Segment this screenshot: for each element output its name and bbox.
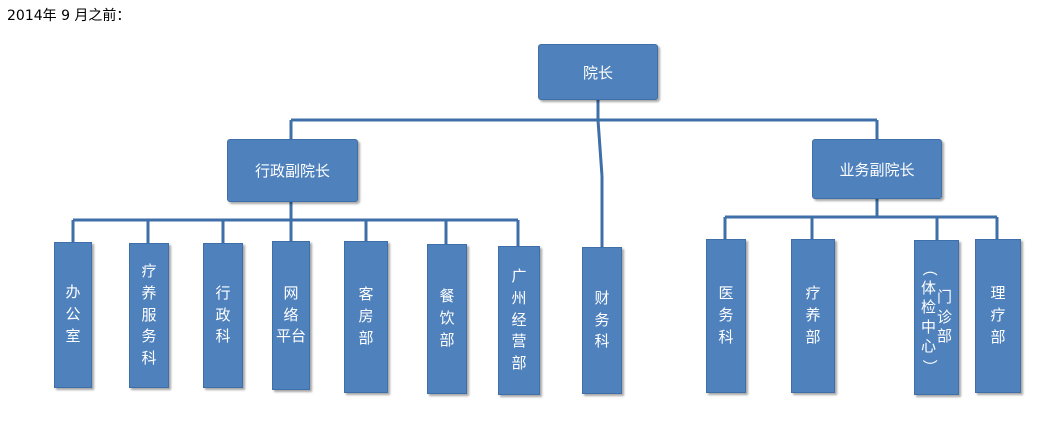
vertical-char: ）: [920, 358, 939, 374]
vertical-char: 务: [594, 310, 610, 329]
vertical-char: 科: [215, 327, 231, 346]
vertical-char: 部: [805, 327, 821, 346]
vertical-char: 医: [718, 284, 734, 303]
admin-vp-label: 行政副院长: [254, 162, 330, 180]
vertical-char: 养: [805, 306, 821, 325]
vertical-char: 心: [920, 337, 936, 355]
vertical-char: 平台: [275, 327, 306, 346]
vertical-char: 州: [511, 288, 527, 307]
vertical-char: 体: [920, 278, 936, 297]
vertical-char: 广: [511, 267, 527, 286]
vertical-char: 疗: [990, 306, 1006, 325]
vertical-char: 科: [594, 332, 610, 351]
business-vp-label: 业务副院长: [839, 160, 915, 179]
vertical-char: 饮: [439, 309, 455, 328]
president-box: 院长: [538, 44, 658, 100]
vertical-char: 科: [718, 327, 734, 346]
vertical-char: 服: [141, 305, 157, 324]
vertical-char: 检: [920, 298, 936, 316]
vertical-char: 部: [937, 327, 953, 346]
vertical-char: 财: [594, 288, 610, 307]
outpatient-col-note: （体检中心 ）: [920, 259, 939, 376]
vertical-char: 部: [511, 354, 527, 373]
vertical-char: 办: [65, 283, 81, 302]
vertical-char: 客: [358, 285, 374, 304]
admin-unit-office: 办公室: [54, 242, 92, 388]
business-vp-box: 业务副院长: [812, 139, 942, 199]
vertical-char: 行: [215, 283, 231, 302]
vertical-char: 室: [65, 326, 81, 345]
admin-unit-network-platform: 网络平台: [272, 241, 310, 390]
vertical-char: 务: [141, 327, 157, 346]
vertical-char: 科: [141, 349, 157, 368]
business-unit-sanatorium: 疗养部: [791, 239, 835, 393]
vertical-char: 诊: [937, 307, 953, 326]
vertical-char: 餐: [439, 287, 455, 306]
outpatient-col-main: 门诊部: [937, 288, 952, 347]
vertical-char: 务: [718, 306, 734, 325]
vertical-char: 网: [283, 283, 299, 302]
vertical-char: 公: [65, 305, 81, 324]
vertical-char: 络: [283, 305, 299, 324]
vertical-char: 疗: [805, 284, 821, 303]
vertical-char: 营: [511, 332, 527, 351]
vertical-char: 中: [920, 317, 936, 336]
vertical-char: 部: [439, 330, 455, 349]
vertical-char: 经: [511, 310, 527, 329]
finance-box: 财务科: [582, 247, 622, 394]
president-label: 院长: [582, 63, 613, 82]
business-unit-outpatient: 门诊部 （体检中心 ）: [914, 240, 959, 395]
vertical-char: 部: [990, 327, 1006, 346]
admin-vp-box: 行政副院长: [227, 139, 358, 202]
vertical-char: 部: [358, 328, 374, 347]
diagram-caption: 2014年 9 月之前：: [7, 8, 131, 24]
vertical-char: 理: [990, 284, 1006, 303]
vertical-char: （: [920, 261, 939, 277]
admin-unit-sanatorium-service: 疗养服务科: [129, 243, 169, 388]
vertical-char: 政: [215, 305, 231, 324]
admin-unit-catering: 餐饮部: [427, 244, 467, 394]
vertical-char: 房: [358, 307, 374, 326]
admin-unit-administration: 行政科: [203, 243, 243, 388]
vertical-char: 门: [937, 288, 953, 307]
admin-unit-housekeeping: 客房部: [344, 241, 388, 393]
vertical-char: 疗: [141, 262, 157, 281]
business-unit-medical: 医务科: [706, 239, 746, 393]
admin-unit-guangzhou-operations: 广州经营部: [498, 246, 540, 395]
vertical-char: 养: [141, 283, 157, 302]
business-unit-physiotherapy: 理疗部: [975, 239, 1021, 393]
